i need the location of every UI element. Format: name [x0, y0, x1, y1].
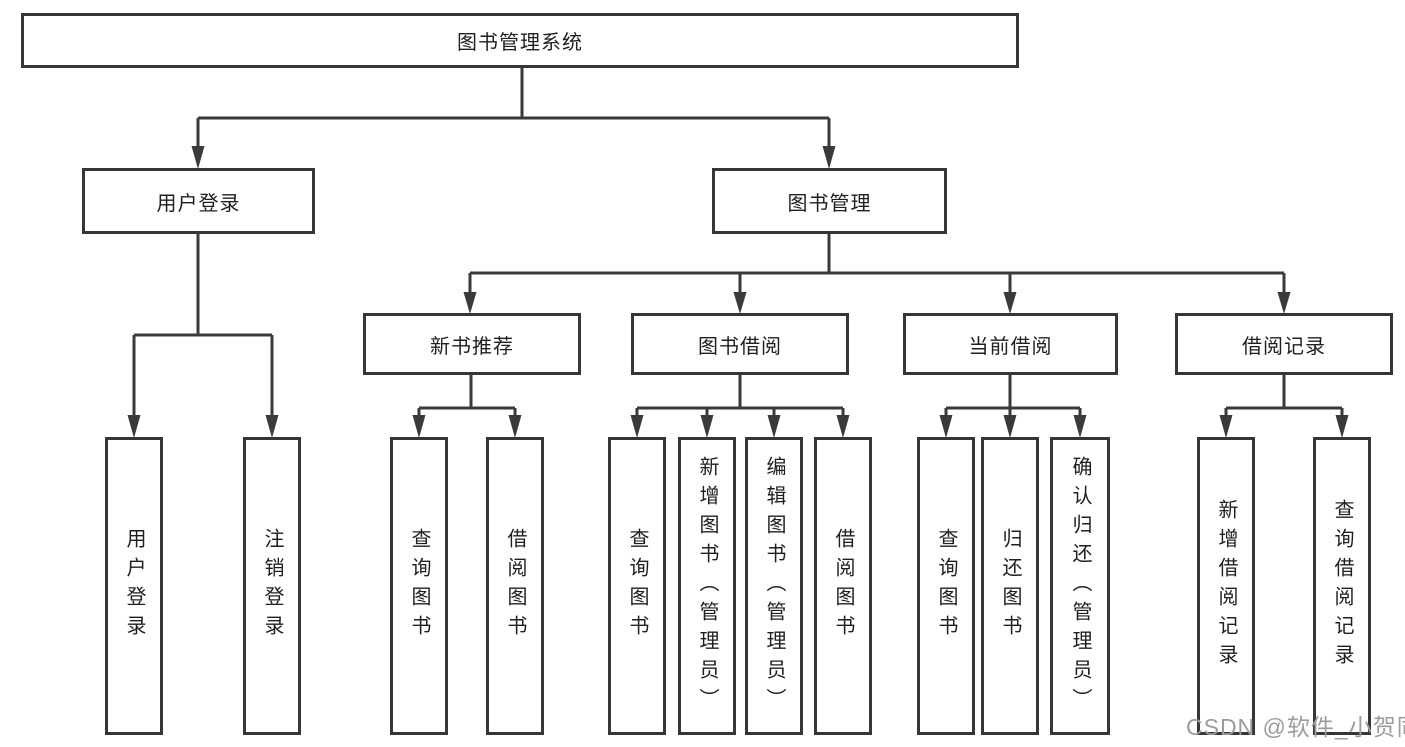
arrow-down-icon	[630, 415, 644, 438]
arrow-down-icon	[733, 292, 747, 314]
arrow-down-icon	[463, 292, 477, 314]
leaf-records-add-label: 新增借阅记录	[1215, 499, 1237, 673]
leaf-borrow-borrow: 借阅图书	[814, 437, 872, 735]
connector-user-login-children	[132, 232, 274, 417]
node-root: 图书管理系统	[21, 13, 1019, 68]
leaf-current-confirm: 确认归还（管理员）	[1050, 437, 1110, 735]
leaf-current-query: 查询图书	[917, 437, 975, 735]
connector-book-management-children	[468, 232, 1286, 293]
node-new-books-label: 新书推荐	[430, 335, 514, 358]
arrow-down-icon	[767, 415, 781, 438]
leaf-borrow-edit-label: 编辑图书（管理员）	[763, 455, 785, 717]
node-borrow-records: 借阅记录	[1175, 313, 1393, 375]
arrow-down-icon	[412, 415, 426, 438]
leaf-borrow-query-label: 查询图书	[626, 528, 648, 644]
node-book-management: 图书管理	[712, 168, 947, 234]
leaf-borrow-add: 新增图书（管理员）	[678, 437, 736, 735]
node-user-login: 用户登录	[82, 168, 315, 234]
leaf-newbooks-borrow: 借阅图书	[486, 437, 544, 735]
arrow-down-icon	[836, 415, 850, 438]
leaf-borrow-add-label: 新增图书（管理员）	[696, 455, 718, 717]
connector-new-books-children	[417, 373, 517, 417]
connector-current-borrow-children	[944, 373, 1082, 417]
leaf-newbooks-query-label: 查询图书	[408, 528, 430, 644]
arrow-down-icon	[265, 415, 279, 438]
leaf-current-query-label: 查询图书	[935, 528, 957, 644]
arrow-down-icon	[939, 415, 953, 438]
leaf-current-return: 归还图书	[981, 437, 1039, 735]
arrow-down-icon	[1335, 415, 1349, 438]
leaf-records-add: 新增借阅记录	[1197, 437, 1255, 735]
leaf-user-login: 用户登录	[105, 437, 163, 735]
leaf-newbooks-borrow-label: 借阅图书	[504, 528, 526, 644]
leaf-current-return-label: 归还图书	[999, 528, 1021, 644]
arrow-down-icon	[700, 415, 714, 438]
arrow-down-icons	[127, 146, 1349, 438]
node-current-borrow-label: 当前借阅	[968, 335, 1053, 358]
leaf-borrow-borrow-label: 借阅图书	[832, 528, 854, 644]
node-book-borrow: 图书借阅	[631, 313, 849, 375]
leaf-borrow-edit: 编辑图书（管理员）	[745, 437, 803, 735]
leaf-records-query-label: 查询借阅记录	[1331, 499, 1353, 673]
arrow-down-icon	[822, 146, 836, 169]
connector-borrow-records-children	[1224, 373, 1344, 417]
arrow-down-icon	[127, 415, 141, 438]
arrow-down-icon	[191, 146, 205, 169]
connector-book-borrow-children	[635, 373, 845, 417]
arrow-down-icon	[508, 415, 522, 438]
node-book-borrow-label: 图书借阅	[698, 335, 782, 358]
csdn-watermark: CSDN @软件_小贺同学	[1186, 714, 1405, 740]
node-borrow-records-label: 借阅记录	[1242, 335, 1326, 358]
leaf-newbooks-query: 查询图书	[390, 437, 448, 735]
node-new-books: 新书推荐	[363, 313, 581, 375]
node-book-management-label: 图书管理	[787, 192, 872, 215]
leaf-user-login-label: 用户登录	[123, 528, 145, 644]
arrow-down-icon	[1073, 415, 1087, 438]
connector-root-to-level2	[196, 66, 831, 148]
node-current-borrow: 当前借阅	[903, 313, 1118, 375]
arrow-down-icon	[1219, 415, 1233, 438]
leaf-borrow-query: 查询图书	[608, 437, 666, 735]
node-root-label: 图书管理系统	[457, 32, 583, 54]
leaf-current-confirm-label: 确认归还（管理员）	[1069, 455, 1091, 717]
arrow-down-icon	[1277, 292, 1291, 314]
leaf-logout-label: 注销登录	[261, 528, 283, 644]
node-user-login-label: 用户登录	[156, 192, 241, 215]
arrow-down-icon	[1003, 415, 1017, 438]
arrow-down-icon	[1003, 292, 1017, 314]
leaf-records-query: 查询借阅记录	[1313, 437, 1371, 735]
leaf-logout: 注销登录	[243, 437, 301, 735]
